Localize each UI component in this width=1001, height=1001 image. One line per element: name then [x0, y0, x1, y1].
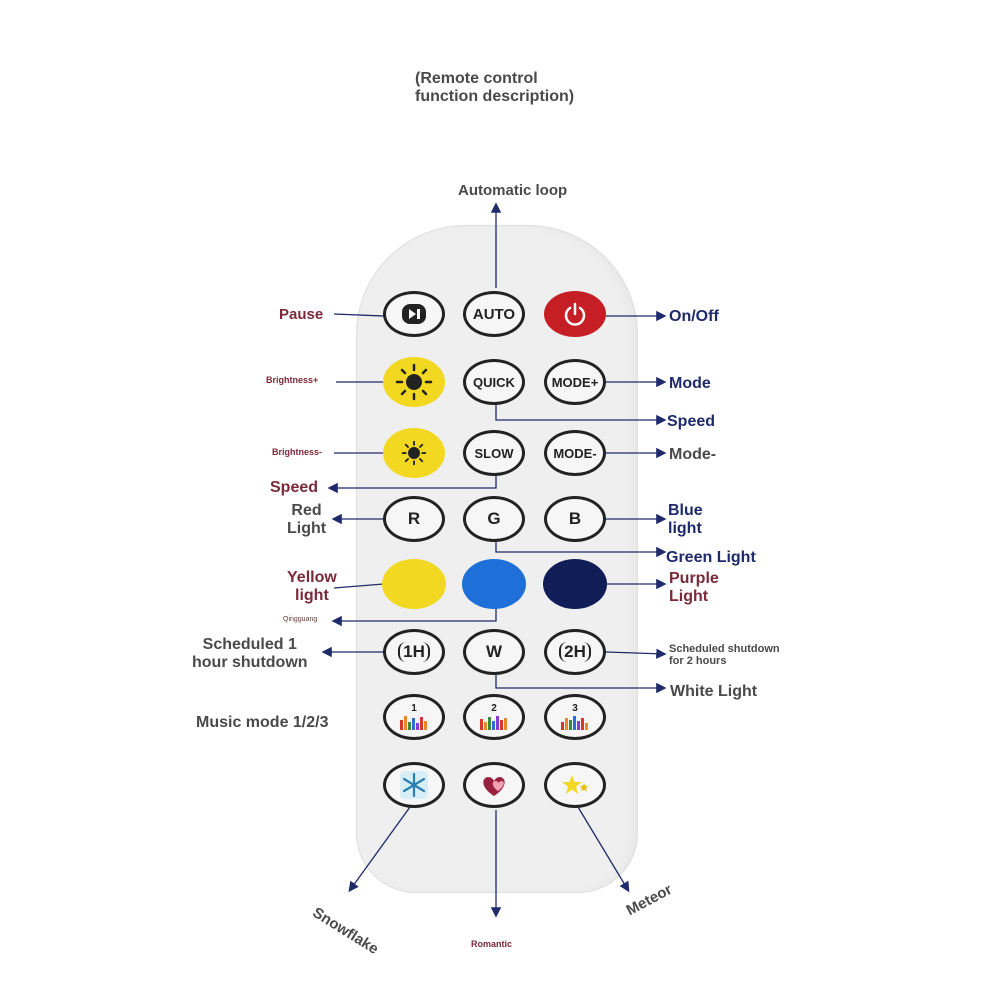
label-blue-2: light — [668, 520, 703, 538]
equalizer-icon — [399, 714, 429, 730]
label-blue-1: Blue — [668, 502, 703, 520]
label-green-light: Green Light — [666, 549, 756, 567]
timer-2h-button[interactable]: 2H — [544, 629, 606, 675]
timer-1h-button[interactable]: 1H — [383, 629, 445, 675]
label-sched1-2: hour shutdown — [192, 654, 308, 672]
hearts-icon — [477, 770, 511, 800]
play-pause-icon — [400, 302, 428, 326]
label-yellow-2: light — [287, 587, 337, 605]
stars-icon — [558, 771, 592, 799]
music-2-button[interactable]: 2 — [463, 694, 525, 740]
label-red-light: Red Light — [287, 502, 326, 537]
label-white-light: White Light — [670, 683, 757, 701]
quick-button[interactable]: QUICK — [463, 359, 525, 405]
brightness-down-button[interactable] — [383, 428, 445, 478]
slow-button[interactable]: SLOW — [463, 430, 525, 476]
purple-button[interactable] — [543, 559, 607, 609]
label-mode-minus: Mode- — [669, 446, 716, 464]
music-3-number: 3 — [572, 704, 578, 714]
green-button[interactable]: G — [463, 496, 525, 542]
sun-icon — [394, 362, 434, 402]
label-on-off: On/Off — [669, 308, 719, 326]
snowflake-icon — [397, 768, 431, 802]
label-blue-light: Blue light — [668, 502, 703, 537]
label-scheduled-1h: Scheduled 1 hour shutdown — [192, 636, 308, 671]
music-2-number: 2 — [491, 704, 497, 714]
label-red-2: Light — [287, 520, 326, 538]
yellow-button[interactable] — [382, 559, 446, 609]
label-yellow-1: Yellow — [287, 569, 337, 587]
equalizer-icon — [560, 714, 590, 730]
label-brightness-up: Brightness+ — [266, 376, 318, 386]
red-button[interactable]: R — [383, 496, 445, 542]
label-speed-down: Speed — [270, 479, 318, 497]
label-qingguang: Qingguang — [283, 616, 317, 624]
meteor-button[interactable] — [544, 762, 606, 808]
label-purple-1: Purple — [669, 570, 719, 588]
timer-1h-label: 1H — [398, 642, 430, 662]
label-purple-light: Purple Light — [669, 570, 719, 605]
play-pause-button[interactable] — [383, 291, 445, 337]
mode-plus-button[interactable]: MODE+ — [544, 359, 606, 405]
romantic-button[interactable] — [463, 762, 525, 808]
label-pause: Pause — [279, 307, 323, 324]
label-yellow-light: Yellow light — [287, 569, 337, 604]
auto-button[interactable]: AUTO — [463, 291, 525, 337]
music-1-number: 1 — [411, 704, 417, 714]
label-red-1: Red — [287, 502, 326, 520]
cyan-button[interactable] — [462, 559, 526, 609]
label-sched1-1: Scheduled 1 — [192, 636, 308, 654]
label-music-mode: Music mode 1/2/3 — [196, 714, 329, 732]
brightness-up-button[interactable] — [383, 357, 445, 407]
label-sched2-1: Scheduled shutdown — [669, 643, 780, 655]
power-icon — [561, 300, 589, 328]
label-romantic: Romantic — [471, 940, 512, 950]
label-scheduled-2h: Scheduled shutdown for 2 hours — [669, 643, 780, 667]
label-brightness-down: Brightness- — [272, 448, 322, 458]
blue-button[interactable]: B — [544, 496, 606, 542]
power-button[interactable] — [544, 291, 606, 337]
timer-2h-label: 2H — [559, 642, 591, 662]
equalizer-icon — [479, 714, 509, 730]
label-purple-2: Light — [669, 588, 719, 606]
mode-minus-button[interactable]: MODE- — [544, 430, 606, 476]
white-button[interactable]: W — [463, 629, 525, 675]
label-automatic-loop: Automatic loop — [458, 183, 567, 200]
label-speed-up: Speed — [667, 413, 715, 431]
label-mode: Mode — [669, 375, 711, 393]
label-sched2-2: for 2 hours — [669, 655, 780, 667]
music-1-button[interactable]: 1 — [383, 694, 445, 740]
music-3-button[interactable]: 3 — [544, 694, 606, 740]
snowflake-button[interactable] — [383, 762, 445, 808]
sun-icon — [399, 438, 429, 468]
